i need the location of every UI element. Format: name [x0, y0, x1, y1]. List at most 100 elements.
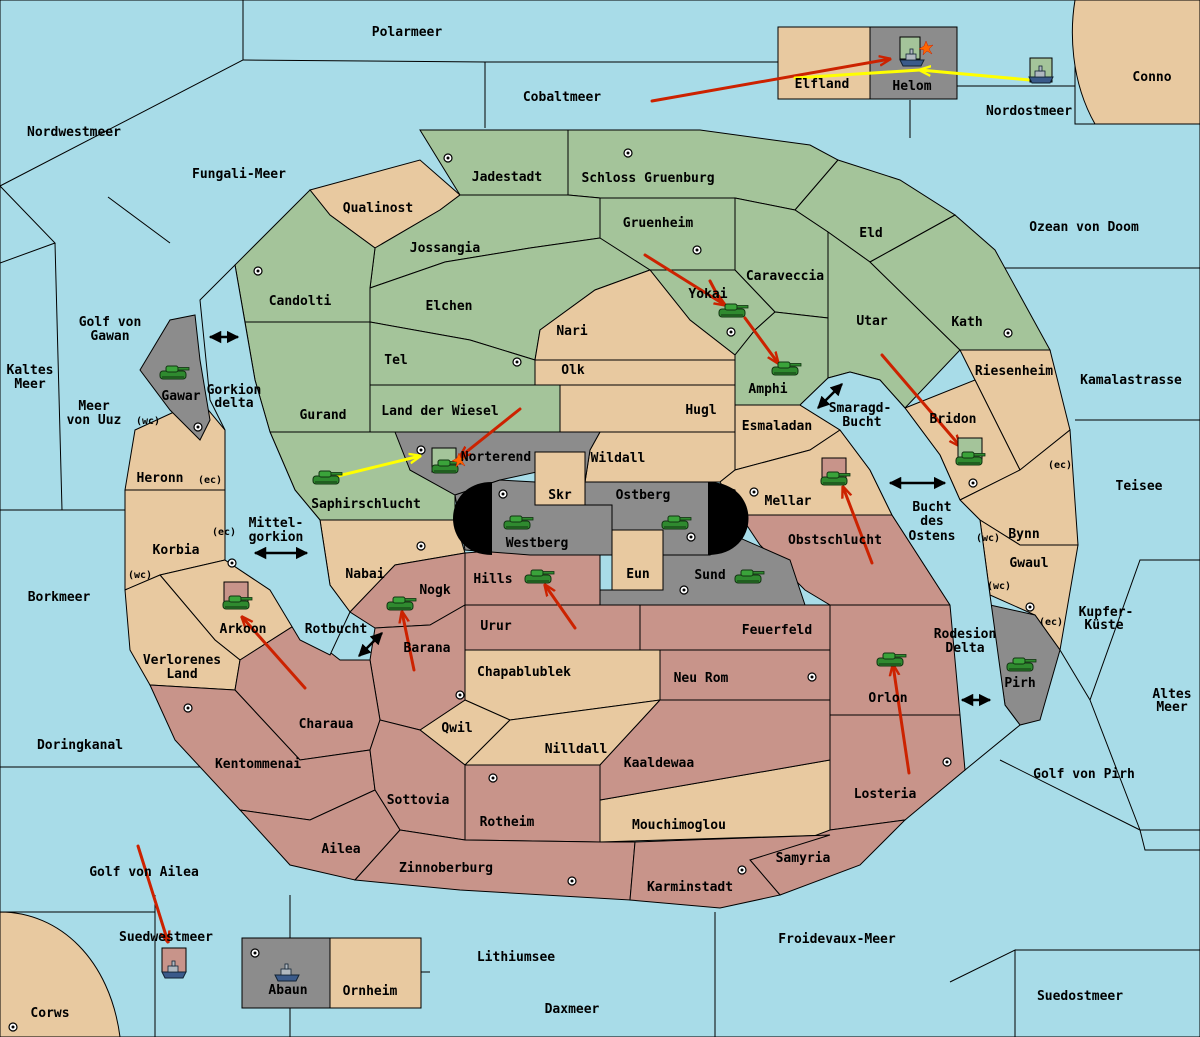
supply-center[interactable] — [1025, 602, 1035, 612]
label-eld: Eld — [859, 226, 882, 241]
supply-center[interactable] — [416, 445, 426, 455]
region-losteria[interactable] — [829, 714, 966, 831]
supply-center[interactable] — [726, 327, 736, 337]
supply-center[interactable] — [692, 245, 702, 255]
green-territories — [234, 129, 1051, 521]
combat-burst-icon — [451, 452, 467, 468]
label-helom: Helom — [892, 79, 931, 94]
label-losteria: Losteria — [854, 787, 917, 802]
supply-center[interactable] — [455, 690, 465, 700]
label-land-der-wiesel: Land der Wiesel — [381, 404, 498, 419]
region-ornheim[interactable] — [329, 937, 422, 1009]
label-smaragd-bucht-1: Smaragd- — [829, 401, 892, 416]
supply-center[interactable] — [737, 865, 747, 875]
region-rotheim[interactable] — [464, 764, 601, 843]
region-zinnoberburg[interactable] — [353, 829, 636, 901]
supply-center[interactable] — [1003, 328, 1013, 338]
coast-labels: (wc) (ec) (ec) (wc) (ec) (wc) (wc) (ec) — [128, 416, 1072, 628]
region-corws[interactable] — [0, 911, 121, 1037]
label-suedwestmeer: Suedwestmeer — [119, 930, 213, 945]
supply-center[interactable] — [416, 541, 426, 551]
label-rodesion-delta-1: Rodesion — [934, 627, 997, 642]
label-riesenheim: Riesenheim — [975, 364, 1053, 379]
combat-burst-icon — [918, 40, 934, 56]
label-kaltes-meer-2: Meer — [14, 377, 45, 392]
label-olk: Olk — [561, 363, 585, 378]
coast-label-ec: (ec) — [1039, 617, 1063, 628]
label-hugl: Hugl — [685, 403, 716, 418]
label-eun: Eun — [626, 567, 649, 582]
label-rotheim: Rotheim — [480, 815, 535, 830]
label-smaragd-bucht-2: Bucht — [842, 415, 881, 430]
region-elfland[interactable] — [777, 26, 871, 100]
attack-arrow — [880, 353, 960, 446]
label-nogk: Nogk — [419, 583, 450, 598]
label-tel: Tel — [384, 353, 407, 368]
label-korbia: Korbia — [153, 543, 200, 558]
inner-waters — [199, 263, 1021, 771]
attack-arrow — [242, 617, 307, 690]
supply-center[interactable] — [512, 357, 522, 367]
supply-center[interactable] — [686, 532, 696, 542]
neutral-territories — [124, 269, 1079, 843]
region-karminstadt[interactable] — [629, 834, 831, 909]
label-jossangia: Jossangia — [410, 241, 481, 256]
attack-arrow — [643, 253, 725, 305]
label-neu-rom: Neu Rom — [674, 671, 729, 686]
label-kupfer-kueste-1: Kupfer- — [1079, 605, 1134, 620]
supply-center[interactable] — [679, 585, 689, 595]
supply-center[interactable] — [183, 703, 193, 713]
label-norterend: Norterend — [461, 450, 531, 465]
label-conno: Conno — [1132, 70, 1171, 85]
label-orlon: Orlon — [868, 691, 907, 706]
land-labels: Jadestadt Schloss Gruenburg Qualinost Jo… — [137, 77, 1054, 999]
supply-center[interactable] — [498, 489, 508, 499]
region-kath[interactable] — [869, 214, 1051, 351]
label-sund: Sund — [694, 568, 725, 583]
label-meer-von-uuz-1: Meer — [78, 399, 109, 414]
supply-center[interactable] — [193, 422, 203, 432]
supply-center[interactable] — [567, 876, 577, 886]
label-gorkion-delta-2: delta — [214, 396, 253, 411]
label-schloss-gruenburg: Schloss Gruenburg — [581, 171, 714, 186]
order-arrows — [136, 59, 1032, 942]
supply-center[interactable] — [623, 148, 633, 158]
supply-center[interactable] — [443, 153, 453, 163]
supply-center[interactable] — [8, 1022, 18, 1032]
label-barana: Barana — [404, 641, 451, 656]
label-daxmeer: Daxmeer — [545, 1002, 600, 1017]
label-skr: Skr — [548, 488, 572, 503]
supply-center[interactable] — [968, 478, 978, 488]
label-arkoon: Arkoon — [220, 622, 267, 637]
water-mittelgorkion[interactable] — [199, 263, 351, 656]
coast-label-ec: (ec) — [212, 527, 236, 538]
label-mouchimoglou: Mouchimoglou — [632, 818, 726, 833]
label-karminstadt: Karminstadt — [647, 880, 733, 895]
attack-arrow — [460, 407, 522, 457]
label-nordwestmeer: Nordwestmeer — [27, 125, 121, 140]
region-conno[interactable] — [1071, 0, 1200, 125]
supply-center[interactable] — [227, 558, 237, 568]
label-borkmeer: Borkmeer — [28, 590, 91, 605]
label-nordostmeer: Nordostmeer — [986, 104, 1072, 119]
label-gurand: Gurand — [300, 408, 347, 423]
supply-center[interactable] — [749, 487, 759, 497]
region-westberg-cap — [453, 482, 492, 555]
supply-center[interactable] — [253, 266, 263, 276]
supply-center[interactable] — [488, 773, 498, 783]
label-amphi: Amphi — [748, 382, 787, 397]
label-rotbucht: Rotbucht — [305, 622, 368, 637]
label-mittelgorkion-2: gorkion — [249, 530, 304, 545]
label-mellar: Mellar — [765, 494, 812, 509]
label-samyria: Samyria — [776, 851, 831, 866]
supply-center[interactable] — [250, 948, 260, 958]
support-arrow — [920, 70, 1032, 82]
label-gwaul: Gwaul — [1009, 556, 1048, 571]
label-ornheim: Ornheim — [343, 984, 398, 999]
label-gorkion-delta-1: Gorkion — [207, 383, 262, 398]
supply-center[interactable] — [807, 672, 817, 682]
label-chapablublek: Chapablublek — [477, 665, 571, 680]
supply-center[interactable] — [942, 757, 952, 767]
water-smaragd-bucht[interactable] — [799, 371, 1021, 771]
